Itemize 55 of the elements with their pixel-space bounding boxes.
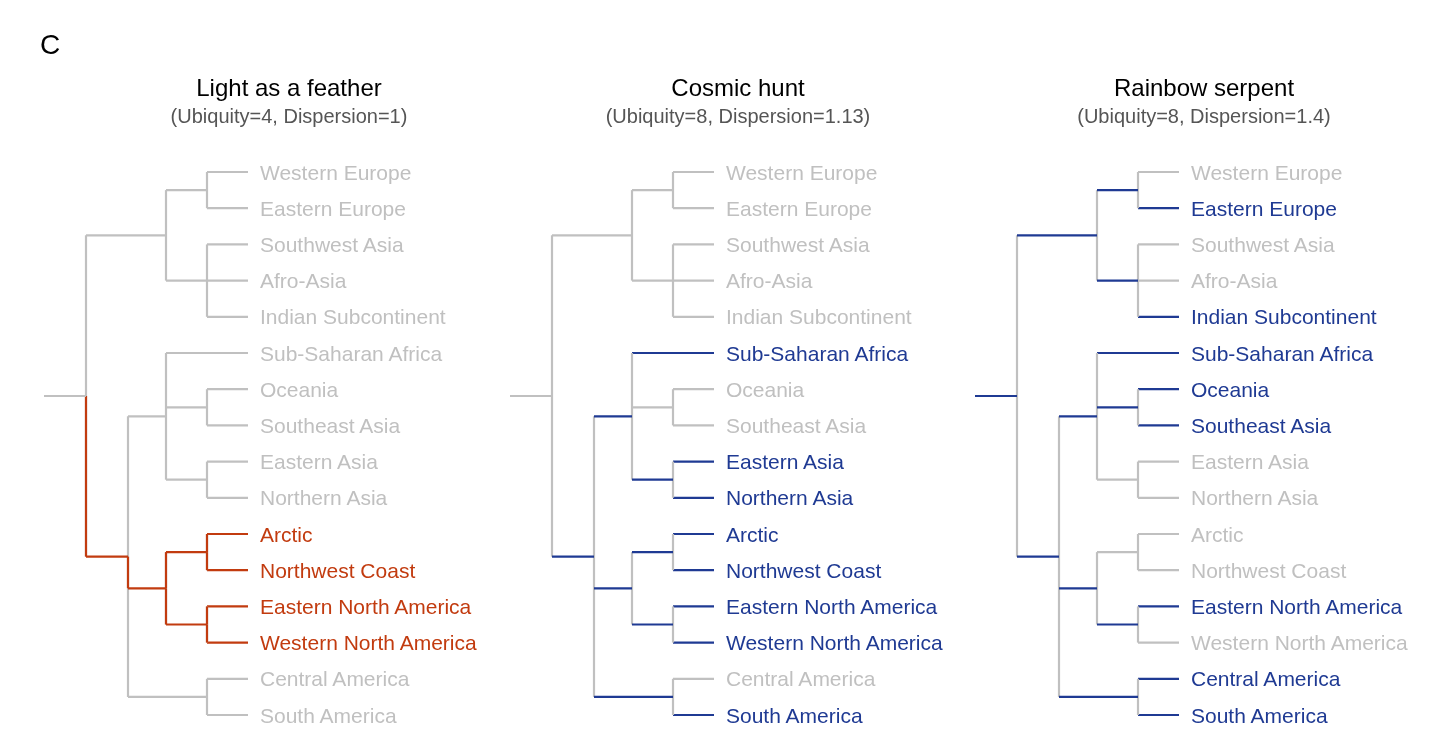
highlighted-region-label: Sub-Saharan Africa [726, 340, 909, 366]
region-label: Afro-Asia [1191, 268, 1278, 294]
highlighted-region-label: Eastern North America [1191, 593, 1403, 619]
region-label: Northern Asia [260, 485, 388, 511]
highlighted-region-label: Indian Subcontinent [1191, 304, 1377, 330]
region-label: Eastern Europe [726, 195, 872, 221]
highlighted-region-label: Eastern North America [726, 593, 938, 619]
tree-subtitle: (Ubiquity=8, Dispersion=1.4) [1077, 104, 1331, 128]
region-label: Eastern Asia [1191, 449, 1309, 475]
highlighted-region-label: Oceania [1191, 376, 1270, 402]
highlighted-region-label: Southeast Asia [1191, 412, 1332, 438]
region-label: Eastern Asia [260, 449, 378, 475]
panel-letter: C [40, 29, 61, 61]
region-label: Western North America [1191, 630, 1408, 656]
region-label: Southwest Asia [260, 231, 404, 257]
highlighted-region-label: Western North America [260, 630, 477, 656]
region-label: Afro-Asia [260, 268, 347, 294]
region-label: Central America [726, 666, 876, 692]
tree-title: Cosmic hunt [671, 74, 805, 102]
region-label: Arctic [1191, 521, 1244, 547]
region-label: Sub-Saharan Africa [260, 340, 443, 366]
region-label: Indian Subcontinent [260, 304, 446, 330]
region-label: Oceania [726, 376, 805, 402]
highlighted-region-label: Northwest Coast [726, 557, 882, 583]
region-label: Indian Subcontinent [726, 304, 912, 330]
highlighted-region-label: Western North America [726, 630, 943, 656]
region-label: Southeast Asia [260, 412, 401, 438]
region-label: Central America [260, 666, 410, 692]
region-label: Western Europe [726, 159, 878, 185]
highlighted-region-label: Eastern Europe [1191, 195, 1337, 221]
region-label: South America [260, 702, 397, 728]
highlighted-region-label: Eastern Asia [726, 449, 844, 475]
highlighted-region-label: Northwest Coast [260, 557, 416, 583]
highlighted-region-label: Arctic [260, 521, 313, 547]
region-label: Southwest Asia [1191, 231, 1335, 257]
highlighted-region-label: Central America [1191, 666, 1341, 692]
region-label: Western Europe [1191, 159, 1343, 185]
tree-subtitle: (Ubiquity=8, Dispersion=1.13) [605, 104, 871, 128]
highlighted-region-label: Arctic [726, 521, 779, 547]
region-label: Southwest Asia [726, 231, 870, 257]
region-label: Northwest Coast [1191, 557, 1347, 583]
highlighted-region-label: South America [1191, 702, 1328, 728]
region-label: Northern Asia [1191, 485, 1319, 511]
tree-subtitle: (Ubiquity=4, Dispersion=1) [170, 104, 408, 128]
highlighted-region-label: Sub-Saharan Africa [1191, 340, 1374, 366]
highlighted-region-label: South America [726, 702, 863, 728]
region-label: Southeast Asia [726, 412, 867, 438]
highlighted-region-label: Northern Asia [726, 485, 854, 511]
region-label: Afro-Asia [726, 268, 813, 294]
region-label: Eastern Europe [260, 195, 406, 221]
tree-title: Rainbow serpent [1113, 74, 1295, 102]
tree-title: Light as a feather [196, 74, 382, 102]
region-label: Oceania [260, 376, 339, 402]
highlighted-region-label: Eastern North America [260, 593, 472, 619]
region-label: Western Europe [260, 159, 412, 185]
